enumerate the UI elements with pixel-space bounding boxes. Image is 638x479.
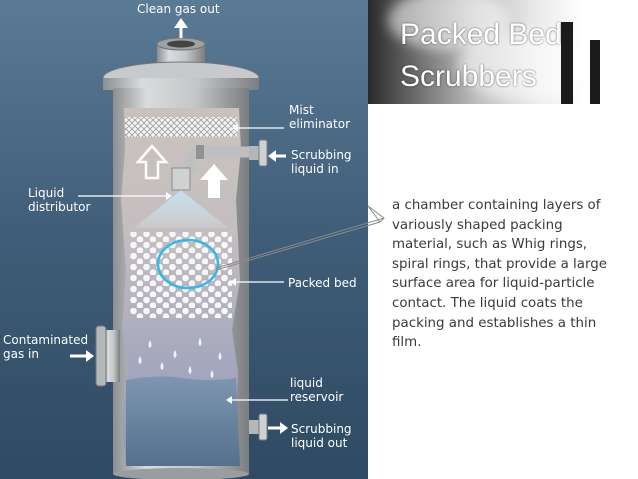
contaminated-gas-nozzle — [95, 325, 120, 387]
label-liquid-reservoir: liquid reservoir — [290, 376, 344, 404]
liquid-reservoir-arrowhead — [226, 396, 232, 404]
label-clean-gas-out: Clean gas out — [137, 2, 220, 16]
vessel-flange-rim — [103, 78, 259, 90]
inlet-pipe-coupling — [196, 145, 204, 159]
scrubbing-liquid-out-arrowhead — [280, 422, 288, 434]
liquid-reservoir-pool — [126, 376, 240, 466]
label-contaminated-gas-in: Contaminated gas in — [3, 333, 89, 361]
scrubber-diagram — [0, 0, 368, 479]
label-scrubbing-liquid-in: Scrubbing liquid in — [291, 148, 352, 176]
label-scrubbing-liquid-out: Scrubbing liquid out — [291, 422, 352, 450]
mist-eliminator-arrowhead — [232, 124, 238, 132]
label-liquid-distributor: Liquid distributor — [28, 186, 91, 214]
scrubbing-liquid-in-arrowhead — [268, 150, 276, 162]
gas-up-arrow — [135, 144, 169, 180]
label-packed-bed: Packed bed — [288, 276, 357, 290]
label-mist-eliminator: Mist eliminator — [289, 103, 351, 131]
packed-bed-highlight-circle — [156, 238, 220, 290]
liquid-droplets — [138, 338, 222, 378]
packed-bed-arrowhead — [230, 278, 236, 286]
top-outlet-nozzle — [156, 37, 206, 66]
liquid-spray-cone — [134, 190, 228, 228]
slide-title: Packed Bed Scrubbers — [400, 18, 562, 93]
contaminated-gas-in-arrowhead — [86, 350, 94, 362]
inlet-nozzle-stub — [249, 146, 261, 160]
clean-gas-out-arrowhead — [174, 18, 188, 28]
outlet-nozzle-stub — [249, 420, 261, 434]
mist-eliminator-mesh — [125, 117, 237, 137]
gas-up-arrow — [200, 164, 228, 198]
inlet-flange — [258, 139, 268, 167]
slide-description: a chamber containing layers of variously… — [392, 198, 607, 351]
outlet-flange — [258, 413, 268, 441]
liquid-distributor-arrowhead — [166, 192, 172, 200]
title-banner: Packed Bed Scrubbers — [368, 0, 638, 104]
vessel-bottom — [113, 468, 249, 479]
